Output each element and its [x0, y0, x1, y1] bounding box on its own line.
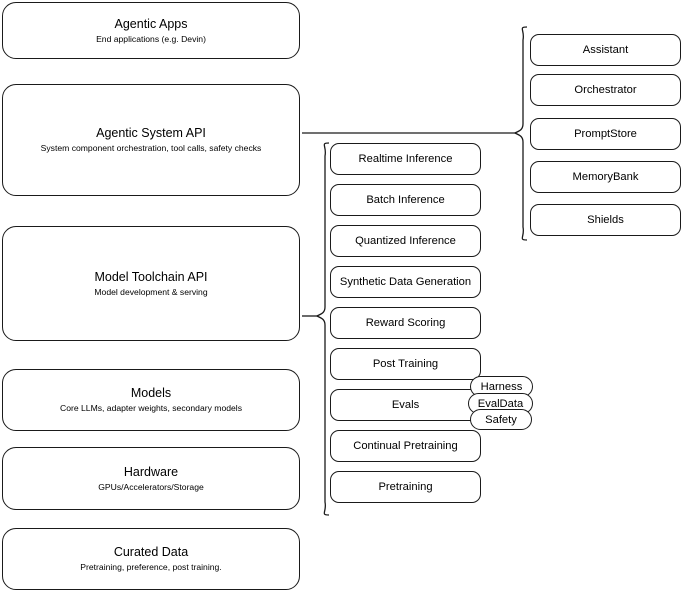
capability-label: Quantized Inference	[355, 234, 456, 247]
system-component-label: Shields	[587, 213, 624, 226]
capability-label: Continual Pretraining	[353, 439, 458, 452]
capability-pretraining[interactable]: Pretraining	[330, 471, 481, 503]
capability-realtime-inference[interactable]: Realtime Inference	[330, 143, 481, 175]
layer-subtitle: Model development & serving	[94, 286, 208, 297]
system-component-assistant[interactable]: Assistant	[530, 34, 681, 66]
capability-label: Synthetic Data Generation	[339, 275, 472, 288]
capability-reward-scoring[interactable]: Reward Scoring	[330, 307, 481, 339]
layer-models[interactable]: Models Core LLMs, adapter weights, secon…	[2, 369, 300, 431]
capability-post-training[interactable]: Post Training	[330, 348, 481, 380]
layer-subtitle: Pretraining, preference, post training.	[80, 562, 222, 572]
evals-badge-safety[interactable]: Safety	[470, 409, 532, 430]
system-component-label: MemoryBank	[572, 170, 639, 183]
layer-subtitle: System component orchestration, tool cal…	[40, 143, 262, 153]
layer-title: Agentic System API	[96, 126, 206, 140]
bracket-system-components	[513, 26, 528, 241]
system-component-label: PromptStore	[574, 127, 637, 140]
layer-curated-data[interactable]: Curated Data Pretraining, preference, po…	[2, 528, 300, 590]
layer-title: Hardware	[123, 464, 179, 479]
layer-title: Agentic Apps	[114, 16, 188, 31]
capability-evals[interactable]: Evals	[330, 389, 481, 421]
system-component-label: Assistant	[582, 43, 629, 56]
capability-synthetic-data-generation[interactable]: Synthetic Data Generation	[330, 266, 481, 298]
bracket-toolchain-capabilities	[315, 142, 330, 516]
layer-subtitle: End applications (e.g. Devin)	[96, 33, 206, 44]
system-component-label: Orchestrator	[574, 83, 637, 96]
layer-title: Model Toolchain API	[94, 269, 208, 284]
capability-batch-inference[interactable]: Batch Inference	[330, 184, 481, 216]
capability-label: Post Training	[372, 357, 439, 370]
capability-label: Evals	[391, 398, 420, 411]
evals-badge-label: Harness	[480, 380, 523, 393]
system-component-promptstore[interactable]: PromptStore	[530, 118, 681, 150]
layer-subtitle: Core LLMs, adapter weights, secondary mo…	[60, 403, 242, 413]
system-component-shields[interactable]: Shields	[530, 204, 681, 236]
capability-quantized-inference[interactable]: Quantized Inference	[330, 225, 481, 257]
layer-hardware[interactable]: Hardware GPUs/Accelerators/Storage	[2, 447, 300, 510]
capability-continual-pretraining[interactable]: Continual Pretraining	[330, 430, 481, 462]
capability-label: Pretraining	[378, 480, 433, 493]
layer-agentic-system-api[interactable]: Agentic System API System component orch…	[2, 84, 300, 196]
layer-agentic-apps[interactable]: Agentic Apps End applications (e.g. Devi…	[2, 2, 300, 59]
evals-badge-label: EvalData	[477, 397, 524, 410]
layer-subtitle: GPUs/Accelerators/Storage	[98, 481, 204, 492]
system-component-orchestrator[interactable]: Orchestrator	[530, 74, 681, 106]
capability-label: Batch Inference	[366, 193, 445, 206]
capability-label: Reward Scoring	[365, 316, 446, 329]
system-component-memorybank[interactable]: MemoryBank	[530, 161, 681, 193]
layer-title: Curated Data	[113, 545, 189, 559]
capability-label: Realtime Inference	[358, 152, 453, 165]
evals-badge-label: Safety	[485, 413, 517, 426]
layer-model-toolchain-api[interactable]: Model Toolchain API Model development & …	[2, 226, 300, 341]
layer-title: Models	[130, 386, 172, 400]
